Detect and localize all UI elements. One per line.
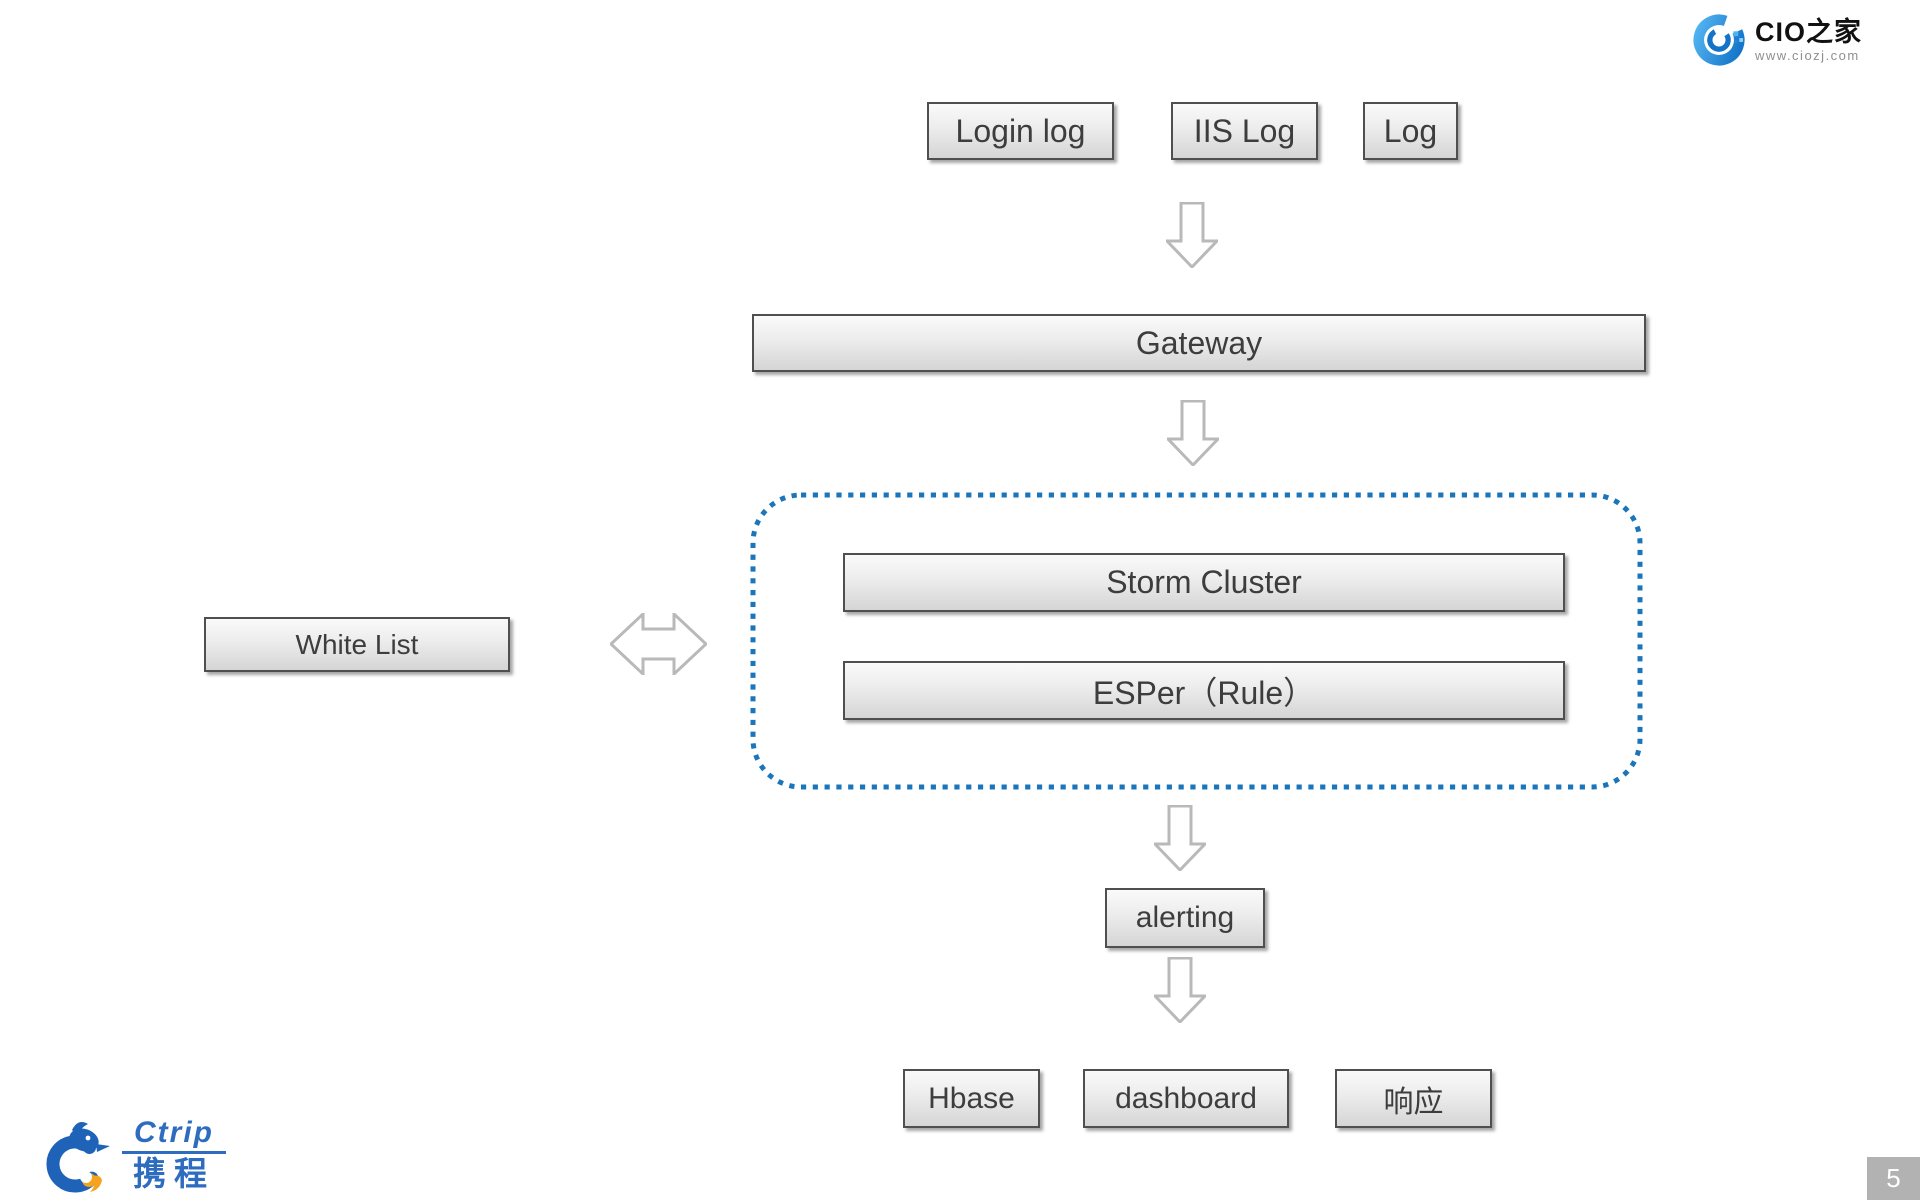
cio-logo: CIO之家 www.ciozj.com: [1692, 13, 1862, 67]
node-response: 响应: [1335, 1069, 1492, 1128]
ctrip-name-cn: 携程: [133, 1155, 215, 1192]
cio-logo-icon: [1693, 14, 1745, 66]
ctrip-logo: Ctrip 携程: [42, 1118, 226, 1198]
left-right-arrow-icon: [610, 613, 707, 675]
down-arrow-icon: [1154, 805, 1206, 871]
node-iis-log: IIS Log: [1171, 102, 1318, 160]
down-arrow-icon: [1154, 957, 1206, 1023]
node-alerting: alerting: [1105, 888, 1265, 948]
cluster-dotted-border: [750, 492, 1643, 790]
cio-logo-name: CIO之家: [1755, 16, 1863, 47]
down-arrow-icon: [1167, 400, 1219, 466]
ctrip-dolphin-icon: [46, 1122, 110, 1193]
ctrip-divider: [122, 1151, 226, 1154]
page-number-badge: 5: [1867, 1157, 1920, 1200]
node-hbase: Hbase: [903, 1069, 1040, 1128]
ctrip-wordmark: Ctrip: [134, 1116, 214, 1149]
node-esper-rule: ESPer（Rule）: [843, 661, 1565, 720]
cio-logo-site: www.ciozj.com: [1755, 47, 1860, 63]
node-storm-cluster: Storm Cluster: [843, 553, 1565, 612]
node-dashboard: dashboard: [1083, 1069, 1289, 1128]
node-gateway: Gateway: [752, 314, 1646, 372]
node-login-log: Login log: [927, 102, 1114, 160]
node-log: Log: [1363, 102, 1458, 160]
node-white-list: White List: [204, 617, 510, 672]
down-arrow-icon: [1166, 202, 1218, 268]
